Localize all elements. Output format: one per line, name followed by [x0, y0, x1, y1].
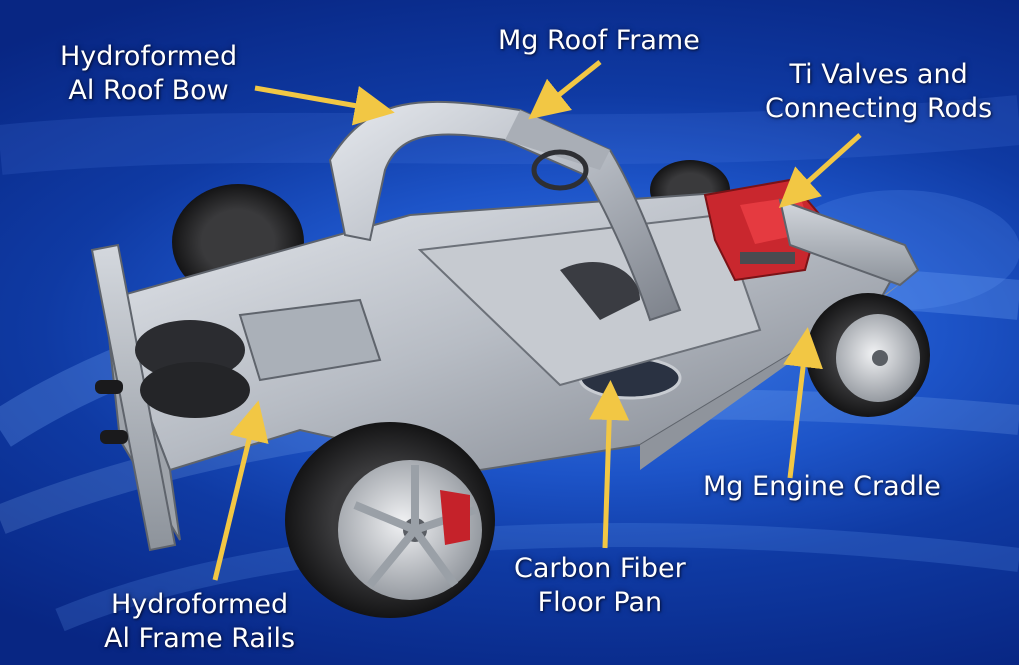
label-roof-frame-line1: Mg Roof Frame [498, 25, 700, 56]
rear-bumper-beam [90, 243, 177, 552]
label-ti-valves-line2: Connecting Rods [765, 93, 993, 124]
label-floor-pan: Carbon Fiber Floor Pan [514, 552, 686, 620]
label-frame-rails-line1: Hydroformed [110, 589, 289, 620]
label-roof-frame: Mg Roof Frame [498, 24, 700, 58]
rear-drivetrain [95, 298, 382, 444]
wheel-front-right [806, 293, 930, 417]
label-frame-rails-line2: Al Frame Rails [104, 623, 296, 654]
label-ti-valves: Ti Valves and Connecting Rods [765, 58, 992, 126]
label-ti-valves-line1: Ti Valves and [789, 59, 968, 90]
label-engine-cradle: Mg Engine Cradle [703, 470, 941, 504]
wheel-rear-right [285, 422, 495, 618]
label-frame-rails: Hydroformed Al Frame Rails [104, 588, 295, 656]
label-engine-cradle-line1: Mg Engine Cradle [703, 471, 941, 502]
label-roof-bow-line2: Al Roof Bow [68, 75, 229, 106]
label-roof-bow-line1: Hydroformed [60, 41, 238, 72]
label-floor-pan-line1: Carbon Fiber [514, 553, 686, 584]
label-floor-pan-line2: Floor Pan [537, 587, 663, 618]
label-roof-bow: Hydroformed Al Roof Bow [60, 40, 237, 108]
